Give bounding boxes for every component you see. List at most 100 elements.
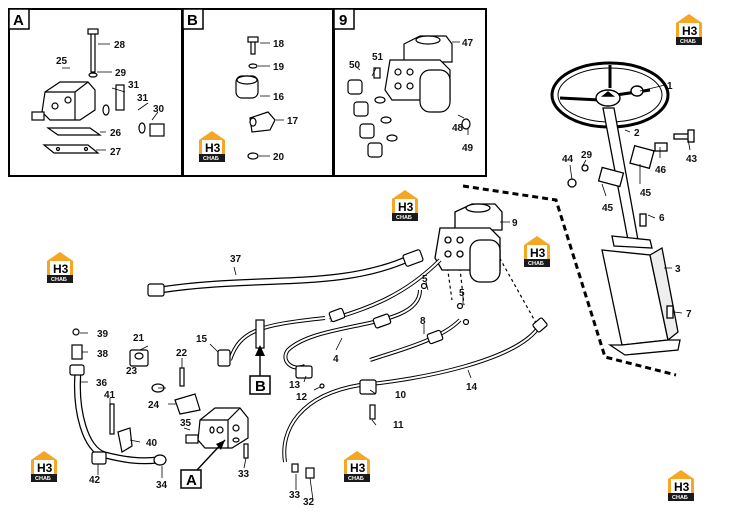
svg-text:H3: H3 xyxy=(37,461,53,475)
svg-text:CHAБ: CHAБ xyxy=(672,495,688,501)
label-38: 38 xyxy=(97,349,109,360)
label-3: 3 xyxy=(675,264,681,275)
svg-text:H3: H3 xyxy=(350,461,366,475)
inset-a-drawing xyxy=(31,28,165,154)
callout-b: B xyxy=(249,345,271,395)
callout-b-letter: B xyxy=(255,378,266,395)
label-2: 2 xyxy=(634,128,640,139)
label-1: 1 xyxy=(667,81,673,92)
label-26: 26 xyxy=(110,128,122,139)
label-24: 24 xyxy=(148,400,160,411)
label-48: 48 xyxy=(452,123,464,134)
label-41: 41 xyxy=(104,390,116,401)
label-33b: 33 xyxy=(289,490,301,501)
inset-9-number: 9 xyxy=(339,12,347,29)
label-42: 42 xyxy=(89,475,101,486)
label-29b: 29 xyxy=(581,150,593,161)
logo-center-right: H3 CHAБ xyxy=(524,236,550,267)
label-7: 7 xyxy=(686,309,692,320)
label-39: 39 xyxy=(97,329,109,340)
logo-watermarks: H3 CHAБ H3 CHAБ H3 CHAБ H3 CHAБ H3 CHAБ … xyxy=(31,14,702,501)
label-29a: 29 xyxy=(115,68,127,79)
part-number-labels: 28 29 25 31 31 30 26 27 18 19 16 17 20 4… xyxy=(56,38,698,508)
svg-text:H3: H3 xyxy=(205,141,221,155)
label-34: 34 xyxy=(156,480,168,491)
svg-text:CHAБ: CHAБ xyxy=(528,261,544,267)
label-33a: 33 xyxy=(238,469,250,480)
svg-text:H3: H3 xyxy=(398,200,414,214)
svg-text:CHAБ: CHAБ xyxy=(680,39,696,45)
logo-bottom-left: H3 CHAБ xyxy=(31,451,57,482)
logo-bottom-right: H3 CHAБ xyxy=(668,470,694,501)
label-5a: 5 xyxy=(422,274,428,285)
label-37: 37 xyxy=(230,254,242,265)
svg-text:H3: H3 xyxy=(530,246,546,260)
dashed-guides xyxy=(462,184,677,377)
callout-a: A xyxy=(180,439,226,489)
logo-bottom-center: H3 CHAБ xyxy=(344,451,370,482)
label-9: 9 xyxy=(512,218,518,229)
label-46: 46 xyxy=(655,165,667,176)
label-40: 40 xyxy=(146,438,158,449)
label-16: 16 xyxy=(273,92,285,103)
svg-text:H3: H3 xyxy=(53,262,69,276)
label-17: 17 xyxy=(287,116,299,127)
svg-text:CHAБ: CHAБ xyxy=(203,156,219,162)
label-15: 15 xyxy=(196,334,208,345)
label-50: 50 xyxy=(349,60,361,71)
label-30: 30 xyxy=(153,104,165,115)
label-28: 28 xyxy=(114,40,126,51)
inset-a-letter: A xyxy=(13,12,24,29)
svg-text:CHAБ: CHAБ xyxy=(51,277,67,283)
label-10: 10 xyxy=(395,390,407,401)
inset-b-drawing xyxy=(235,36,276,160)
label-6: 6 xyxy=(659,213,665,224)
label-36: 36 xyxy=(96,378,108,389)
label-51: 51 xyxy=(372,52,384,63)
label-20: 20 xyxy=(273,152,285,163)
inset-b-letter: B xyxy=(187,12,198,29)
svg-text:CHAБ: CHAБ xyxy=(35,476,51,482)
steering-column xyxy=(567,107,695,356)
fittings xyxy=(69,249,548,420)
label-21: 21 xyxy=(133,333,145,344)
label-11: 11 xyxy=(393,420,404,431)
label-35: 35 xyxy=(180,418,192,429)
label-25: 25 xyxy=(56,56,68,67)
label-47: 47 xyxy=(462,38,474,49)
leader-lines xyxy=(62,41,691,501)
label-4: 4 xyxy=(333,354,339,365)
label-32: 32 xyxy=(303,497,315,508)
label-13: 13 xyxy=(289,380,301,391)
label-44: 44 xyxy=(562,154,574,165)
label-27: 27 xyxy=(110,147,122,158)
callout-a-letter: A xyxy=(186,472,197,489)
svg-text:H3: H3 xyxy=(674,480,690,494)
inset-9-drawing xyxy=(347,35,471,158)
label-49: 49 xyxy=(462,143,474,154)
label-18: 18 xyxy=(273,39,285,50)
label-8: 8 xyxy=(420,316,426,327)
label-5b: 5 xyxy=(459,288,465,299)
label-22: 22 xyxy=(176,348,188,359)
logo-left: H3 CHAБ xyxy=(47,252,73,283)
svg-text:H3: H3 xyxy=(682,24,698,38)
label-31b: 31 xyxy=(137,93,149,104)
label-23: 23 xyxy=(126,366,138,377)
label-19: 19 xyxy=(273,62,285,73)
label-14: 14 xyxy=(466,382,478,393)
steering-unit-main xyxy=(434,203,503,283)
logo-center-top: H3 CHAБ xyxy=(392,190,418,221)
label-45b: 45 xyxy=(602,203,614,214)
lower-valve-group xyxy=(91,349,315,479)
logo-top-right: H3 CHAБ xyxy=(676,14,702,45)
logo-inset-b: H3 CHAБ xyxy=(199,131,225,162)
label-31a: 31 xyxy=(128,80,140,91)
label-43: 43 xyxy=(686,154,698,165)
label-12: 12 xyxy=(296,392,308,403)
inset-box-9: 9 xyxy=(333,8,487,177)
svg-text:CHAБ: CHAБ xyxy=(396,215,412,221)
svg-text:CHAБ: CHAБ xyxy=(348,476,364,482)
